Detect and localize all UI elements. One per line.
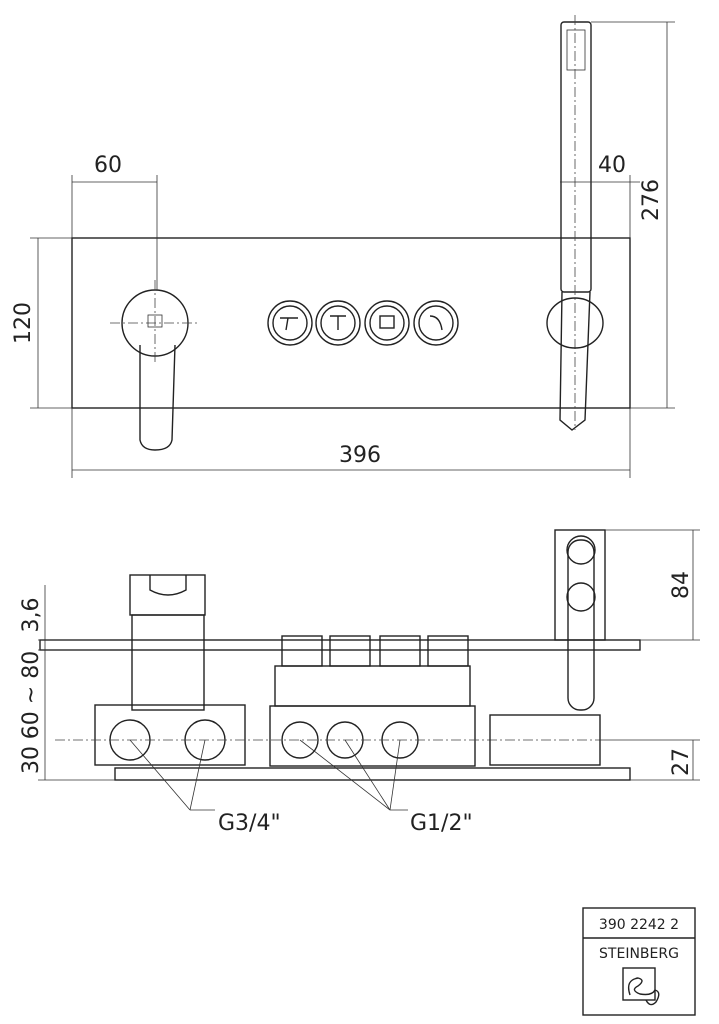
svg-text:30: 30 <box>19 746 44 774</box>
svg-text:27: 27 <box>669 748 694 776</box>
diverter-button-2 <box>315 300 361 346</box>
svg-text:3,6: 3,6 <box>19 598 44 633</box>
wall-plate-side <box>39 639 641 651</box>
dimension-120: 120 <box>11 237 72 409</box>
svg-text:120: 120 <box>11 302 36 344</box>
svg-text:84: 84 <box>669 571 694 599</box>
svg-text:276: 276 <box>639 179 664 221</box>
thread-callout-large: G3/4" <box>129 739 281 836</box>
article-number: 390 2242 2 <box>599 917 679 933</box>
diverter-button-4 <box>413 300 459 346</box>
inlet-ports <box>55 719 600 761</box>
side-view: 3,6 60 ~ 80 30 84 27 G3/4" G1/2" <box>19 529 700 836</box>
wall-plate <box>71 237 631 409</box>
shower-holder-side <box>489 529 606 766</box>
diverter-button-3 <box>364 300 410 346</box>
dimension-chain-right: 84 27 <box>600 529 700 781</box>
dimension-396: 396 <box>71 408 631 478</box>
brand-name: STEINBERG <box>599 946 679 962</box>
diverter-button-1 <box>267 300 313 346</box>
thread-callout-small: G1/2" <box>299 739 473 836</box>
hand-shower <box>546 15 604 431</box>
dimension-chain-left: 3,6 60 ~ 80 30 <box>19 585 115 781</box>
title-block: 390 2242 2 STEINBERG <box>582 907 696 1016</box>
dimension-276: 276 <box>591 21 675 409</box>
svg-text:40: 40 <box>598 153 626 178</box>
svg-text:G1/2": G1/2" <box>410 811 473 836</box>
mixer-cartridge <box>94 574 246 766</box>
dimension-60: 60 <box>71 153 158 290</box>
mixer-handle <box>110 280 200 451</box>
steinberg-logo-icon <box>622 967 660 1006</box>
svg-text:396: 396 <box>339 443 381 468</box>
mounting-base <box>114 767 631 781</box>
front-view: 396 120 60 40 276 <box>11 15 675 478</box>
diverter-blocks <box>269 635 476 767</box>
dimension-40: 40 <box>560 153 640 238</box>
svg-text:60 ~ 80: 60 ~ 80 <box>19 651 44 739</box>
svg-text:60: 60 <box>94 153 122 178</box>
svg-text:G3/4": G3/4" <box>218 811 281 836</box>
